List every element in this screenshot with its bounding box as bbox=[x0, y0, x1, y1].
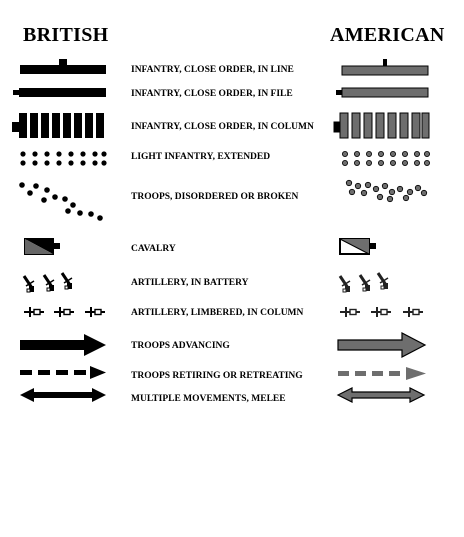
american-disordered-icon bbox=[345, 179, 428, 203]
legend-label-infantry-line: INFANTRY, CLOSE ORDER, IN LINE bbox=[131, 65, 294, 75]
american-infantry-file-icon bbox=[336, 87, 429, 98]
american-retreating-arrow-icon bbox=[338, 367, 426, 380]
legend-label-advancing: TROOPS ADVANCING bbox=[131, 341, 230, 351]
legend-label-artillery-battery: ARTILLERY, IN BATTERY bbox=[131, 278, 249, 288]
british-artillery-limbered-icon bbox=[23, 306, 106, 318]
american-cavalry-icon bbox=[339, 238, 376, 255]
american-advancing-arrow-icon bbox=[337, 332, 427, 358]
legend-label-retreating: TROOPS RETIRING OR RETREATING bbox=[131, 371, 303, 381]
legend-label-cavalry: CAVALRY bbox=[131, 244, 176, 254]
british-retreating-arrow-icon bbox=[20, 366, 106, 379]
british-melee-arrow-icon bbox=[20, 388, 106, 402]
american-infantry-line-icon bbox=[341, 59, 429, 76]
legend-label-disordered: TROOPS, DISORDERED OR BROKEN bbox=[131, 192, 299, 202]
american-header: AMERICAN bbox=[330, 24, 445, 46]
british-infantry-line-icon bbox=[20, 59, 106, 74]
british-disordered-icon bbox=[19, 182, 103, 221]
american-melee-arrow-icon bbox=[336, 387, 426, 403]
legend-label-infantry-column: INFANTRY, CLOSE ORDER, IN COLUMN bbox=[131, 122, 314, 132]
british-infantry-column-icon bbox=[12, 113, 104, 138]
british-artillery-battery-icon bbox=[22, 271, 74, 294]
british-light-infantry-icon bbox=[20, 151, 107, 166]
legend-label-light-infantry: LIGHT INFANTRY, EXTENDED bbox=[131, 152, 271, 162]
legend-label-infantry-file: INFANTRY, CLOSE ORDER, IN FILE bbox=[131, 89, 293, 99]
british-cavalry-icon bbox=[24, 238, 60, 255]
british-advancing-arrow-icon bbox=[20, 334, 106, 356]
legend-label-artillery-limbered: ARTILLERY, LIMBERED, IN COLUMN bbox=[131, 308, 304, 318]
american-artillery-battery-icon bbox=[338, 271, 390, 294]
british-header: BRITISH bbox=[23, 24, 109, 46]
american-artillery-limbered-icon bbox=[339, 306, 424, 318]
british-infantry-file-icon bbox=[13, 88, 106, 97]
american-light-infantry-icon bbox=[341, 150, 430, 166]
american-infantry-column-icon bbox=[333, 112, 430, 139]
legend-label-melee: MULTIPLE MOVEMENTS, MELEE bbox=[131, 394, 286, 404]
